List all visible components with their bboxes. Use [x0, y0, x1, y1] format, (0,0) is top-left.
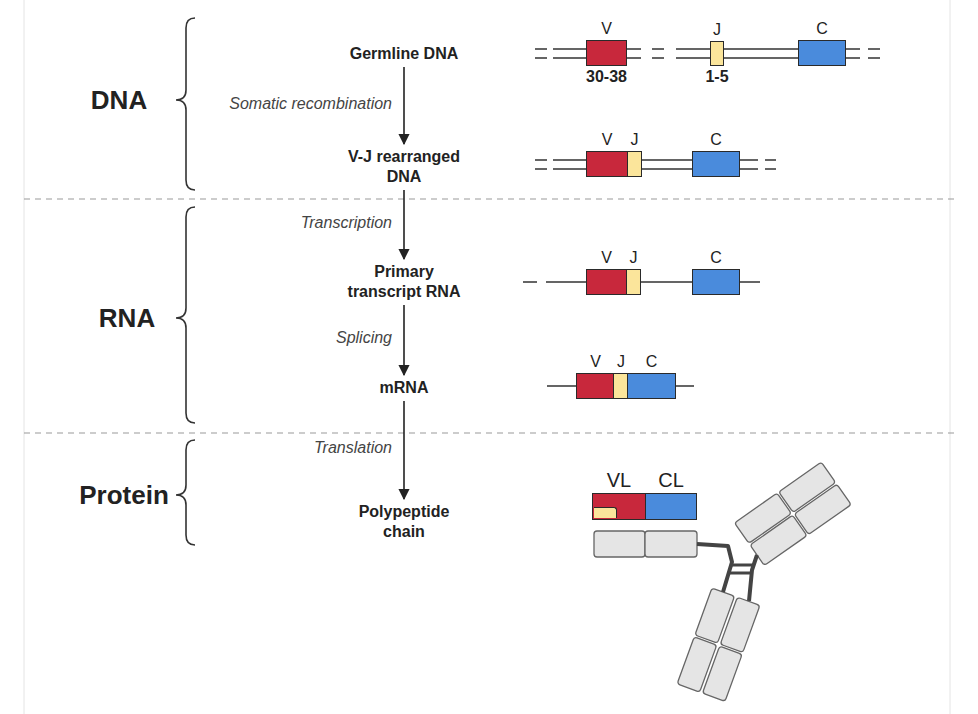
gene-segment-box: C: [692, 269, 740, 295]
frame-line: [950, 0, 951, 714]
gene-segment-box: C: [692, 151, 740, 177]
hinge-chain: [697, 544, 732, 592]
heavy-chain-domain: [594, 531, 645, 557]
gene-segment-box: VL: [592, 493, 646, 520]
process-arrow: [403, 67, 405, 144]
gene-segment-box: V30-38: [586, 40, 627, 66]
heavy-chain-domain: [794, 484, 851, 534]
segment-name: J: [713, 21, 721, 39]
segment-name: J: [630, 249, 638, 267]
stage-label: Germline DNA: [339, 44, 469, 64]
heavy-chain-domain: [720, 597, 760, 652]
stage-label: V-J rearranged DNA: [339, 147, 469, 187]
step-label: Somatic recombination: [229, 94, 392, 114]
segment-name: J: [617, 353, 625, 371]
hinge-region: [697, 544, 757, 601]
segment-name: J: [631, 131, 639, 149]
fab-arm: [735, 462, 852, 565]
segment-name: V: [590, 353, 601, 371]
segment-name: C: [710, 131, 722, 149]
disulfide-bond: [730, 565, 752, 573]
stage-label: Primary transcript RNA: [339, 262, 469, 302]
section-brackets: [176, 18, 195, 545]
segment-name: V: [601, 20, 612, 38]
step-label: Translation: [314, 438, 392, 458]
stage-label-box: V-J rearranged DNA: [339, 147, 469, 187]
curly-bracket: [176, 207, 195, 423]
gene-segment-box: J: [626, 269, 641, 295]
gene-segment-box: C: [798, 40, 846, 66]
section-label: Protein: [64, 480, 184, 510]
section-divider: [24, 198, 956, 199]
step-label: Transcription: [301, 213, 392, 233]
gene-segment-box: C: [627, 373, 676, 399]
segment-name: V: [601, 249, 612, 267]
segment-count: 1-5: [705, 68, 728, 86]
section-label: RNA: [67, 303, 187, 333]
curly-bracket: [176, 440, 195, 545]
process-arrow: [403, 190, 405, 259]
segment-name: VL: [607, 469, 631, 491]
process-arrow: [403, 305, 405, 375]
gene-segment-box: J: [627, 151, 642, 177]
hinge-chain: [749, 555, 757, 601]
stage-label-box: Primary transcript RNA: [339, 262, 469, 302]
section-divider: [24, 432, 956, 433]
gene-segment-box: V: [586, 151, 628, 177]
stage-label: Polypeptide chain: [339, 502, 469, 542]
segment-name: C: [710, 249, 722, 267]
curly-bracket: [176, 18, 195, 190]
heavy-chain-domain: [702, 646, 742, 701]
stage-label-box: mRNA: [339, 378, 469, 398]
dna-strands: [523, 49, 880, 386]
segment-name: V: [602, 131, 613, 149]
segment-count: 30-38: [586, 68, 627, 86]
stage-label-box: Germline DNA: [339, 44, 469, 64]
segment-name: C: [816, 20, 828, 38]
heavy-chain-domain: [750, 515, 807, 565]
segment-name: CL: [658, 469, 684, 491]
stage-label: mRNA: [339, 378, 469, 398]
gene-segment-box: CL: [645, 493, 697, 520]
fc-stem: [677, 588, 760, 701]
stage-label-box: Polypeptide chain: [339, 502, 469, 542]
gene-segment-box: V: [586, 269, 627, 295]
joining-region-fill: [594, 507, 617, 518]
section-label: DNA: [59, 85, 179, 115]
gene-segment-box: J1-5: [710, 41, 724, 66]
gene-segment-box: V: [576, 373, 615, 399]
process-arrow: [403, 401, 405, 499]
step-label: Splicing: [336, 328, 392, 348]
frame-line: [24, 0, 25, 714]
segment-name: C: [646, 353, 658, 371]
heavy-chain-domain: [645, 531, 697, 557]
